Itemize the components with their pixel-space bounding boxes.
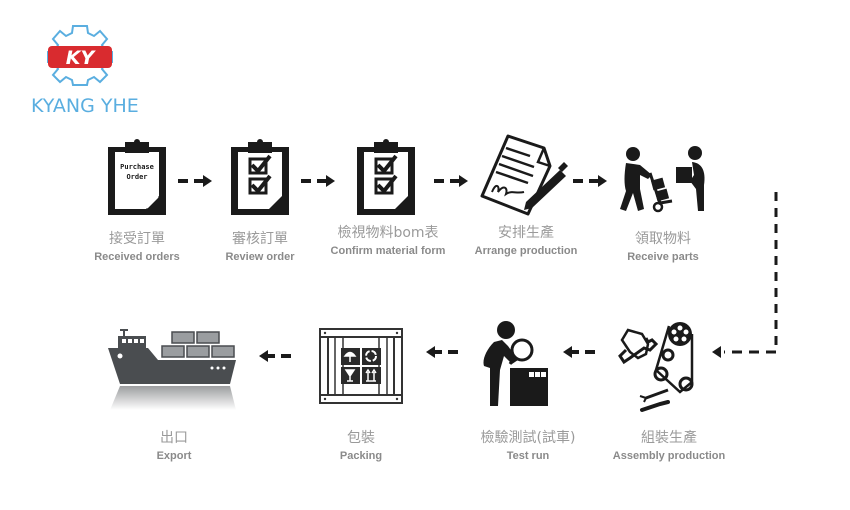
step-title-en: Assembly production bbox=[612, 450, 726, 462]
arrow-left-icon bbox=[259, 350, 291, 362]
clipboard-checklist-icon bbox=[231, 139, 289, 215]
note-line-1: Purchase bbox=[120, 163, 154, 171]
gear-logo-icon: KY bbox=[47, 25, 113, 86]
step-title-zh: 檢驗測試(試車) bbox=[480, 430, 576, 446]
workers-hand-truck-icon bbox=[620, 146, 705, 213]
arrow-right-icon bbox=[178, 175, 212, 187]
step-title-en: Test run bbox=[506, 450, 550, 462]
arrow-left-icon bbox=[563, 346, 595, 358]
step-title-en: Confirm material form bbox=[330, 245, 446, 257]
note-line-2: Order bbox=[126, 173, 147, 181]
clipboard-purchase-order-icon: Purchase Order bbox=[108, 139, 166, 215]
step-title-en: Export bbox=[156, 450, 192, 462]
arrow-right-icon bbox=[573, 175, 607, 187]
packing-crate-icon bbox=[319, 328, 403, 404]
step-title-zh: 檢視物料bom表 bbox=[337, 225, 439, 241]
assembly-tools-icon bbox=[618, 322, 694, 412]
logo-mark: KY bbox=[66, 47, 97, 69]
step-title-zh: 組裝生產 bbox=[641, 430, 697, 446]
step-title-zh: 接受訂單 bbox=[109, 231, 165, 247]
step-title-en: Receive parts bbox=[627, 251, 699, 263]
step-title-zh: 包裝 bbox=[347, 430, 375, 446]
clipboard-checklist-icon bbox=[357, 139, 415, 215]
step-title-zh: 領取物料 bbox=[635, 231, 691, 247]
connector-arrow-icon bbox=[712, 192, 778, 358]
inspector-magnifier-icon bbox=[483, 321, 548, 406]
contract-signing-icon bbox=[480, 134, 568, 216]
cargo-ship-icon bbox=[108, 329, 236, 410]
step-title-zh: 審核訂單 bbox=[232, 231, 288, 247]
step-title-zh: 安排生產 bbox=[498, 225, 554, 241]
arrow-left-icon bbox=[426, 346, 458, 358]
arrow-right-icon bbox=[434, 175, 468, 187]
step-title-zh: 出口 bbox=[160, 430, 188, 446]
step-title-en: Received orders bbox=[94, 251, 180, 263]
step-title-en: Review order bbox=[225, 251, 295, 263]
step-title-en: Packing bbox=[339, 450, 383, 462]
arrow-right-icon bbox=[301, 175, 335, 187]
logo-name: KYANG YHE bbox=[31, 95, 139, 117]
step-title-en: Arrange production bbox=[474, 245, 578, 257]
